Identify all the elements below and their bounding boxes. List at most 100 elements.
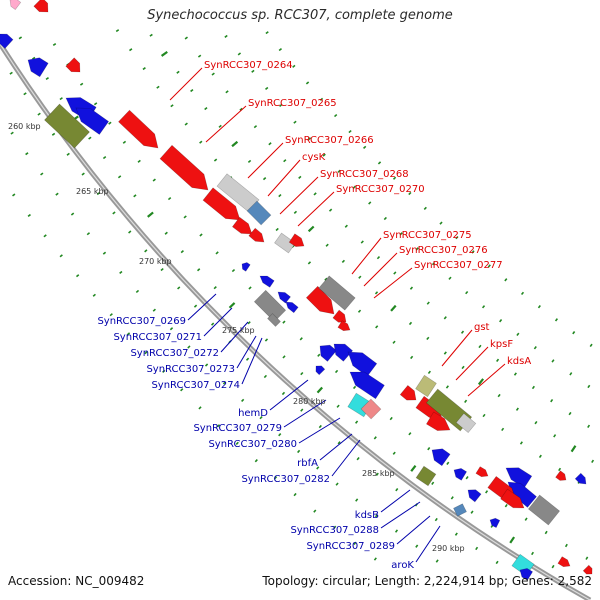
kbp-label: 265 kbp <box>76 187 109 196</box>
gene-label[interactable]: SynRCC307_0275 <box>383 230 472 241</box>
gene-arrow[interactable] <box>285 301 299 314</box>
gene-label[interactable]: SynRCC307_0273 <box>146 364 235 375</box>
gene-arrow[interactable] <box>360 398 382 420</box>
gene-layer <box>0 0 593 581</box>
gene-label[interactable]: SynRCC307_0279 <box>193 423 282 434</box>
gene-label[interactable]: rbfA <box>297 458 318 469</box>
gene-arrow[interactable] <box>527 494 561 526</box>
gene-label[interactable]: kdsA <box>507 356 531 367</box>
gene-arrow[interactable] <box>332 309 347 323</box>
gene-arrow[interactable] <box>288 233 305 247</box>
tick-mark <box>454 532 458 536</box>
gene-arrow[interactable] <box>347 351 378 377</box>
gene-label[interactable]: SynRCC307_0268 <box>320 169 409 180</box>
gene-arrow[interactable] <box>519 568 534 581</box>
gene-label[interactable]: hemD <box>238 408 268 419</box>
gene-arrow[interactable] <box>267 313 281 327</box>
tick-mark <box>239 107 243 111</box>
gene-arrow[interactable] <box>467 489 482 503</box>
gene-arrow[interactable] <box>246 200 272 226</box>
tick-mark <box>392 340 396 344</box>
gene-label[interactable]: SynRCC307_0269 <box>97 316 186 327</box>
accession-text: Accession: NC_009482 <box>8 574 145 588</box>
gene-arrow[interactable] <box>425 411 451 431</box>
gene-arrow[interactable] <box>216 173 260 213</box>
gene-label[interactable]: aroK <box>391 560 414 571</box>
gene-arrow[interactable] <box>241 262 251 272</box>
gene-arrow[interactable] <box>337 320 351 332</box>
gene-label[interactable]: cysK <box>302 152 326 163</box>
gene-label[interactable]: SynRCC307_0270 <box>336 184 425 195</box>
tick-mark <box>299 337 303 341</box>
gene-arrow[interactable] <box>0 33 14 49</box>
gene-arrow[interactable] <box>248 227 265 243</box>
gene-arrow[interactable] <box>253 289 287 323</box>
gene-arrow[interactable] <box>65 57 81 73</box>
tick-mark <box>225 90 229 94</box>
gene-label[interactable]: SynRCC307_0264 <box>204 60 293 71</box>
gene-arrow[interactable] <box>415 374 437 398</box>
gene-label[interactable]: SynRCC307_0288 <box>290 525 379 536</box>
tick-mark <box>538 454 542 459</box>
leader-line <box>203 307 233 337</box>
gene-label[interactable]: SynRCC307_0272 <box>130 348 219 359</box>
gene-label[interactable]: SynRCC307_0280 <box>208 439 297 450</box>
tick-mark <box>570 445 577 453</box>
gene-arrow[interactable] <box>453 468 468 481</box>
gene-label[interactable]: SynRCC307_0271 <box>113 332 202 343</box>
gene-arrow[interactable] <box>431 448 451 467</box>
gene-arrow[interactable] <box>399 384 417 401</box>
gene-label[interactable]: SynRCC307_0276 <box>399 245 488 256</box>
tick-mark <box>275 227 279 232</box>
gene-label[interactable]: SynRCC307_0277 <box>414 260 503 271</box>
tick-mark <box>281 391 286 396</box>
gene-arrow[interactable] <box>315 365 326 376</box>
gene-arrow[interactable] <box>333 343 354 362</box>
tick-mark <box>245 357 250 361</box>
gene-arrow[interactable] <box>574 472 587 485</box>
tick-mark <box>434 517 438 522</box>
tick-mark <box>426 336 430 341</box>
tick-mark <box>152 308 156 312</box>
gene-arrow[interactable] <box>555 470 567 481</box>
gene-arrow[interactable] <box>505 467 533 489</box>
gene-arrow[interactable] <box>475 466 489 478</box>
gene-arrow[interactable] <box>231 216 253 235</box>
gene-label[interactable]: gst <box>474 322 490 333</box>
gene-arrow[interactable] <box>33 0 49 13</box>
gene-arrow[interactable] <box>557 556 571 568</box>
gene-label[interactable]: SynRCC307_0265 <box>248 98 337 109</box>
gene-arrow[interactable] <box>305 285 335 315</box>
gene-label[interactable]: kpsF <box>490 339 513 350</box>
gene-arrow[interactable] <box>453 503 467 517</box>
gene-arrow[interactable] <box>277 291 291 304</box>
gene-arrow[interactable] <box>75 107 110 135</box>
gene-label[interactable]: SynRCC307_0289 <box>306 541 395 552</box>
gene-arrow[interactable] <box>118 109 159 149</box>
gene-arrow[interactable] <box>319 344 337 362</box>
tick-mark <box>344 224 348 228</box>
tick-mark <box>399 232 403 236</box>
gene-arrow[interactable] <box>44 103 90 149</box>
kbp-label: 290 kbp <box>432 544 465 553</box>
gene-arrow[interactable] <box>27 57 49 78</box>
gene-arrow[interactable] <box>500 488 525 509</box>
gene-arrow[interactable] <box>159 144 209 191</box>
gene-label[interactable]: SynRCC307_0266 <box>285 135 374 146</box>
gene-arrow[interactable] <box>202 187 241 221</box>
gene-label[interactable]: SynRCC307_0274 <box>151 380 240 391</box>
tick-mark <box>224 34 228 38</box>
gene-label[interactable]: SynRCC307_0282 <box>241 474 330 485</box>
gene-arrow[interactable] <box>318 275 356 311</box>
tick-mark <box>307 137 312 141</box>
tick-mark <box>40 172 44 176</box>
gene-arrow[interactable] <box>9 0 22 11</box>
gene-arrow[interactable] <box>489 517 501 529</box>
gene-arrow[interactable] <box>349 371 385 400</box>
gene-arrow[interactable] <box>259 275 275 288</box>
gene-arrow[interactable] <box>415 465 437 487</box>
gene-arrow[interactable] <box>455 412 477 434</box>
gene-label[interactable]: kdsB <box>355 510 379 521</box>
gene-arrow[interactable] <box>582 564 593 575</box>
